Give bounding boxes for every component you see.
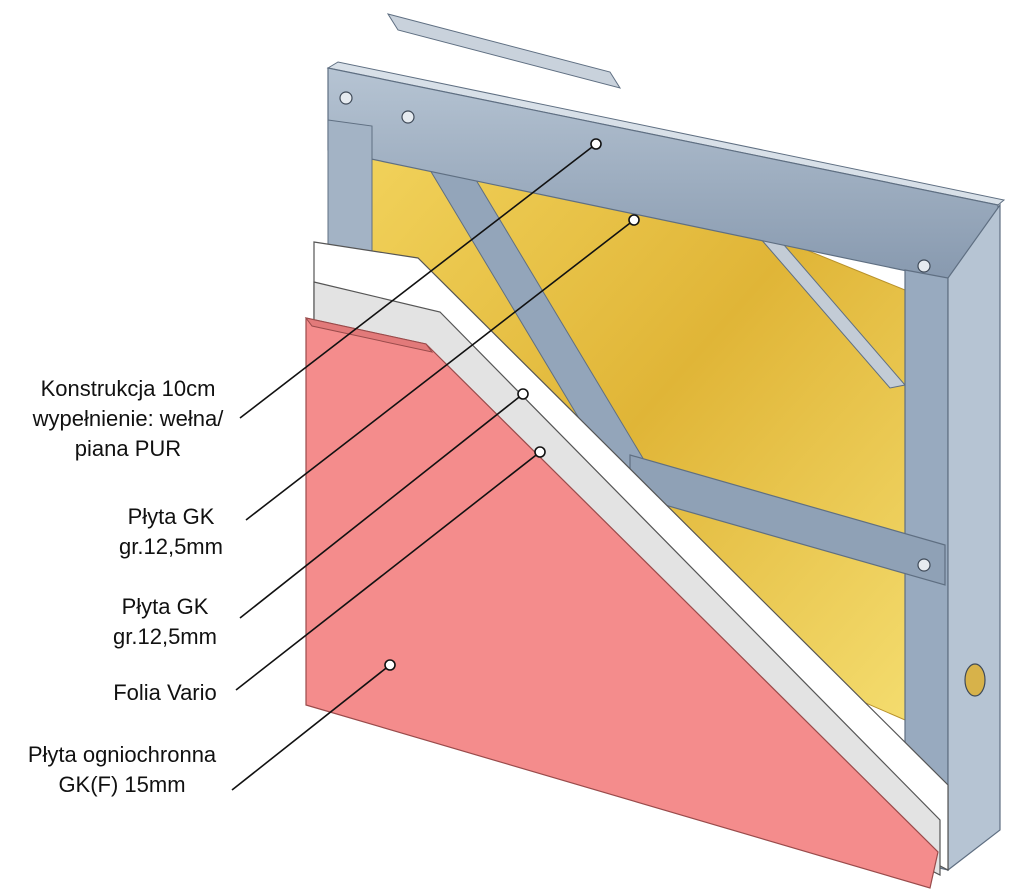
label-fire-board-line2: GK(F) 15mm	[58, 772, 186, 797]
leader-lines	[231, 143, 635, 791]
leader-board-1	[245, 219, 635, 521]
leader-points	[384, 138, 640, 671]
label-construction: Konstrukcja 10cm wypełnienie: wełna/ pia…	[14, 374, 242, 464]
screw-icon	[339, 91, 931, 572]
label-fire-board-line1: Płyta ogniochronna	[27, 742, 217, 767]
label-board-2-line1: Płyta GK	[121, 594, 209, 619]
label-construction-line1: Konstrukcja 10cm	[40, 376, 216, 401]
label-board-1: Płyta GK gr.12,5mm	[96, 502, 246, 562]
label-board-2-line2: gr.12,5mm	[113, 624, 217, 649]
label-board-2: Płyta GK gr.12,5mm	[90, 592, 240, 652]
pipe-hole-icon	[964, 663, 986, 697]
label-construction-line3: piana PUR	[74, 436, 182, 461]
leader-construction	[239, 143, 597, 419]
label-foil-line1: Folia Vario	[113, 680, 217, 705]
label-construction-line2: wypełnienie: wełna/	[32, 406, 224, 431]
label-board-1-line1: Płyta GK	[127, 504, 215, 529]
leader-fire-board	[231, 664, 391, 791]
leader-board-2	[239, 393, 524, 619]
label-board-1-line2: gr.12,5mm	[119, 534, 223, 559]
fire-board-edge	[304, 317, 434, 353]
top-back-rail	[386, 13, 622, 89]
label-foil: Folia Vario	[90, 678, 240, 708]
left-stud	[327, 119, 373, 261]
label-fire-board: Płyta ogniochronna GK(F) 15mm	[4, 740, 240, 800]
right-stud-side	[947, 203, 1001, 872]
leader-foil	[235, 451, 541, 691]
